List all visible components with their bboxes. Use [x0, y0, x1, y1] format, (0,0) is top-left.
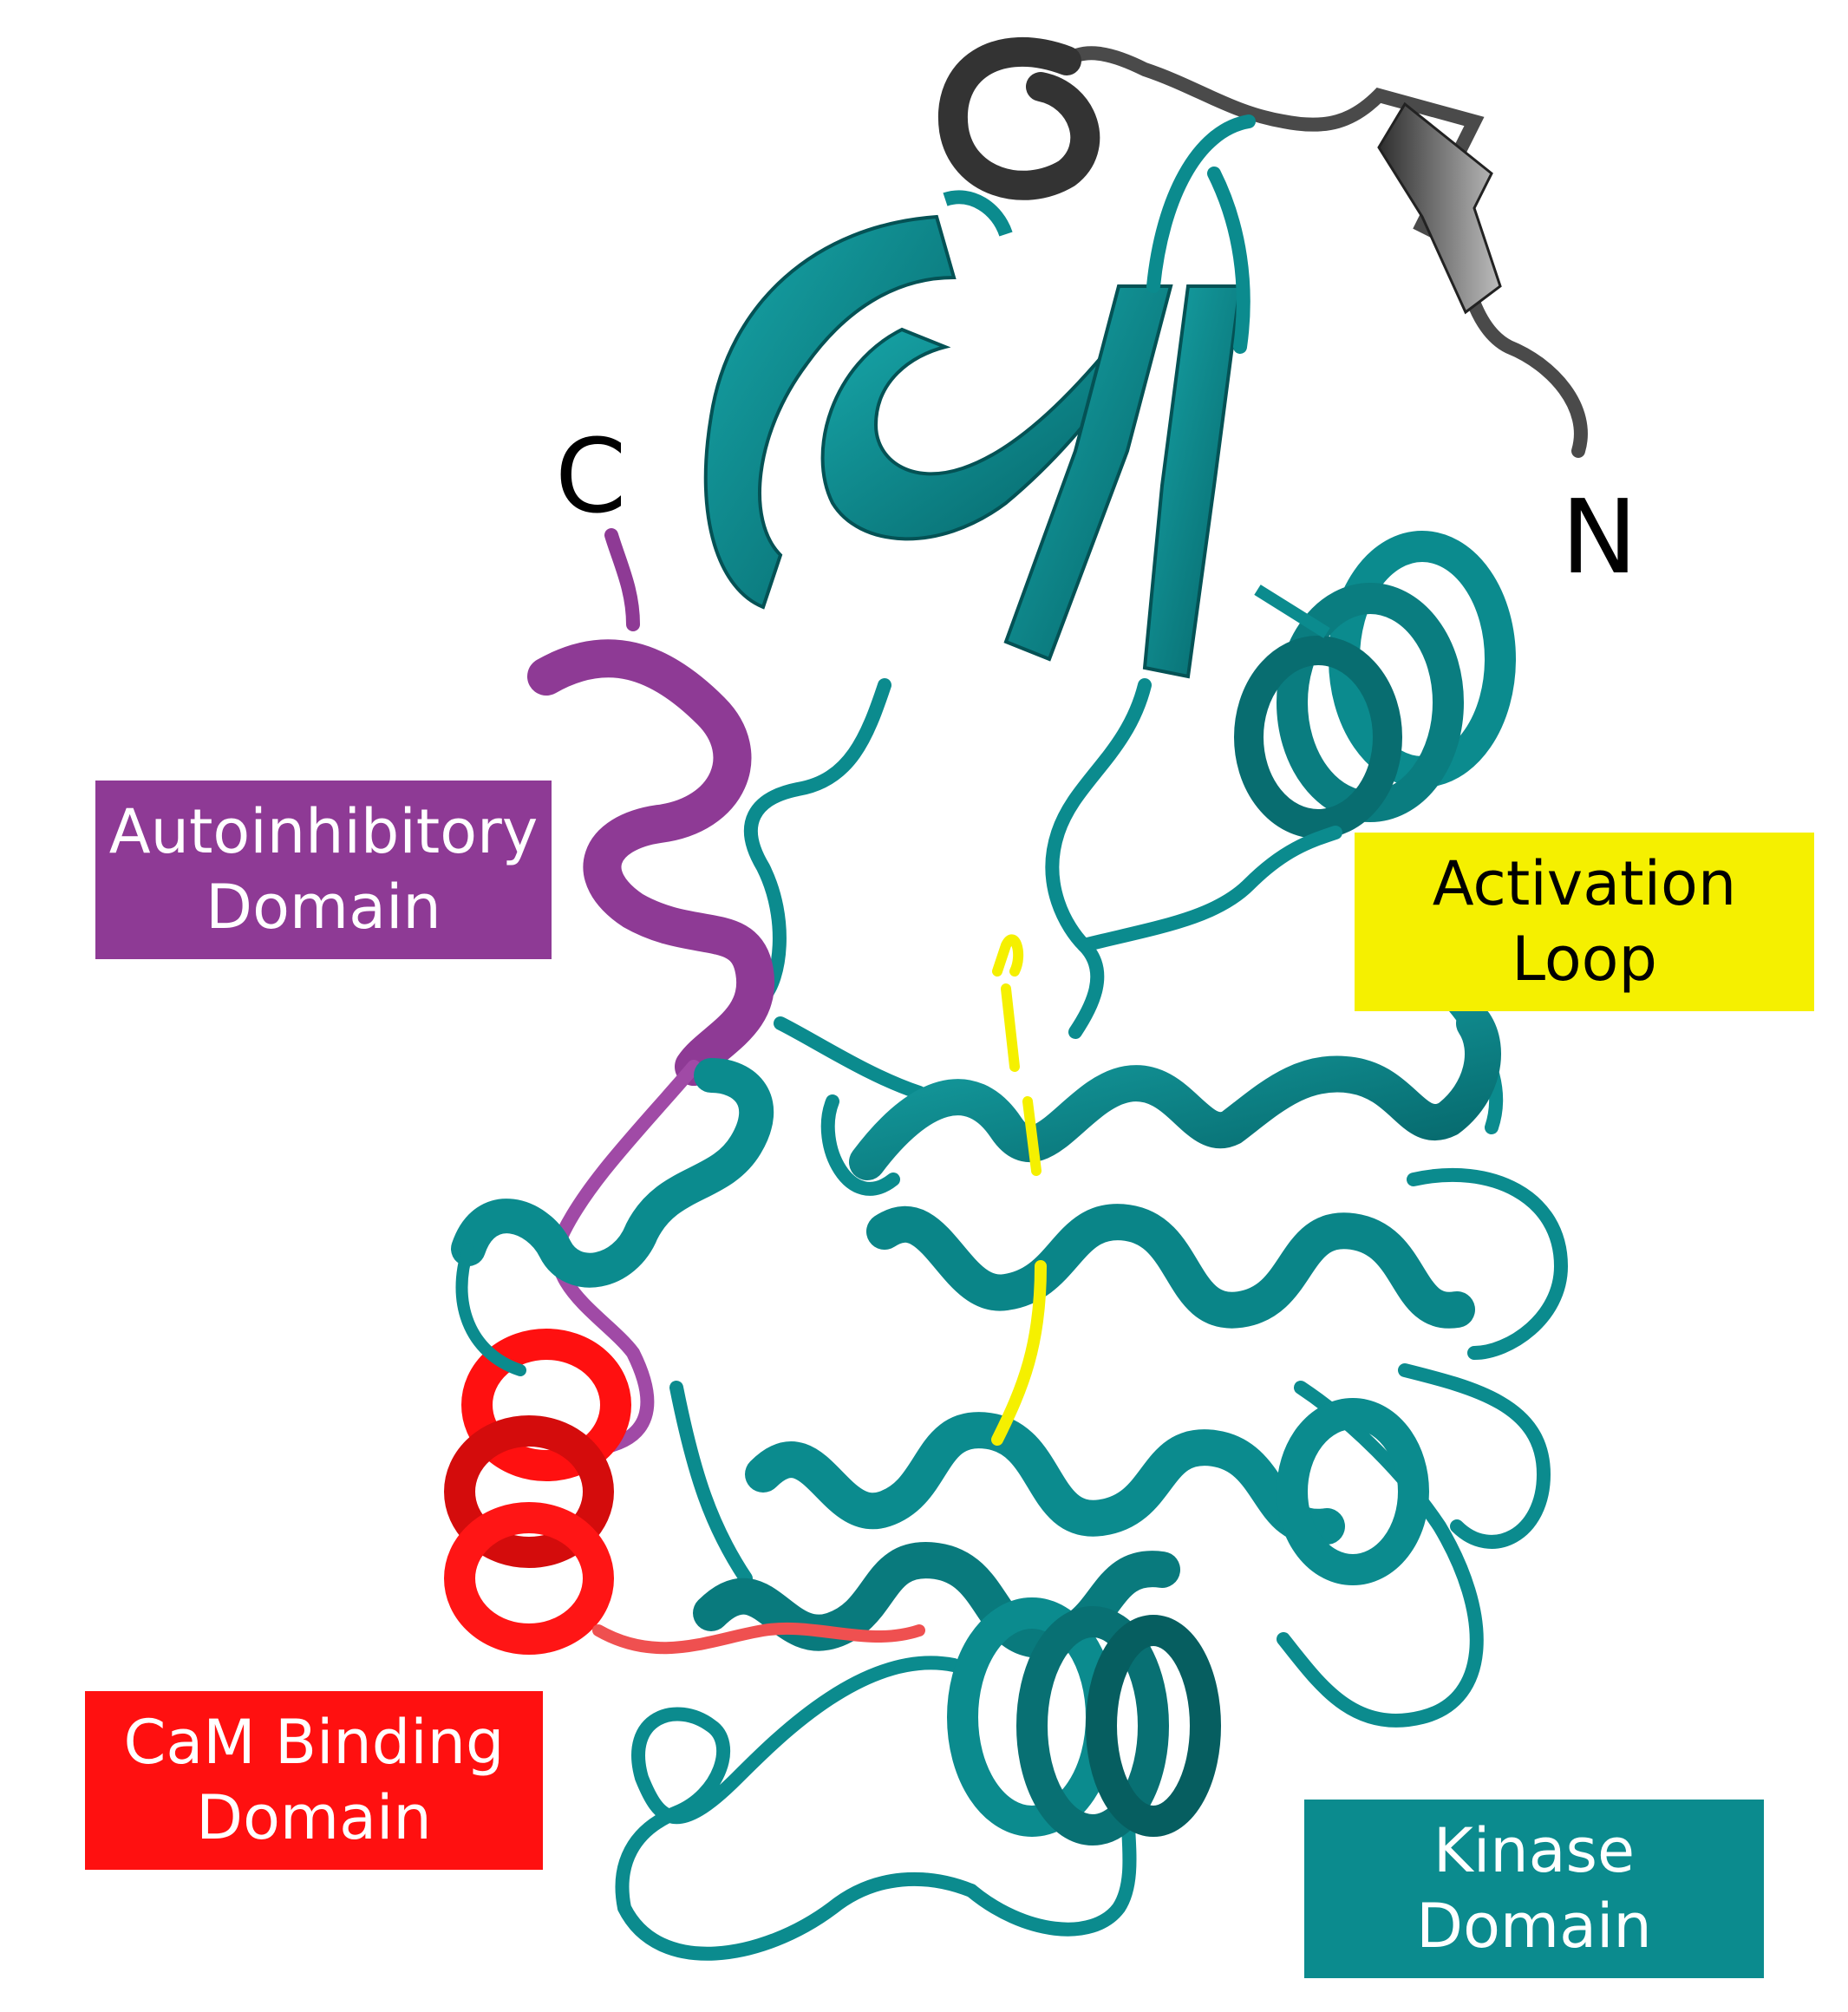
kinase-domain-label: Kinase Domain [1304, 1800, 1764, 1978]
n-terminal-segment [937, 37, 1588, 458]
kinase-line2: Domain [1416, 1891, 1652, 1962]
kinase-helix-upper-right [1234, 531, 1516, 839]
kinase-c-lobe-helix-coils [947, 1398, 1429, 1845]
cam-binding-segment [444, 1329, 925, 1655]
autoinhibitory-domain-label: Autoinhibitory Domain [95, 781, 552, 959]
c-terminus-label: C [555, 416, 627, 536]
kinase-n-lobe-sheets [703, 114, 1256, 679]
autoinhibitory-line2: Domain [206, 872, 441, 943]
activation-line1: Activation [1432, 847, 1737, 919]
n-terminus-label: N [1561, 477, 1638, 597]
kinase-left-helix [451, 1058, 774, 1376]
cam-line2: Domain [196, 1782, 432, 1853]
cam-binding-domain-label: CaM Binding Domain [85, 1691, 543, 1870]
activation-loop-segment [991, 934, 1047, 1446]
cam-line1: CaM Binding [123, 1706, 505, 1778]
activation-line2: Loop [1512, 924, 1657, 995]
autoinhibitory-segment [527, 528, 775, 1455]
autoinhibitory-line1: Autoinhibitory [108, 795, 539, 867]
activation-loop-label: Activation Loop [1355, 833, 1814, 1011]
kinase-line1: Kinase [1433, 1814, 1636, 1886]
